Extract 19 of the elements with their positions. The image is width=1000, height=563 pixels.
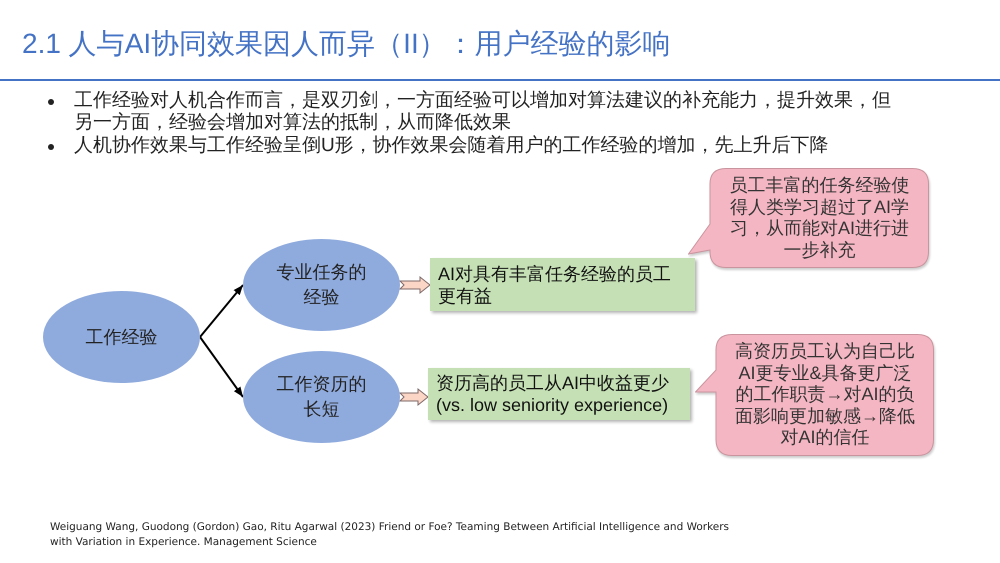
note-box (430, 258, 695, 311)
bullet-text: 人机协作效果与工作经验呈倒U形，协作效果会随着用户的工作经验的增加，先上升后下降 (74, 135, 830, 157)
block-arrow (398, 276, 431, 294)
slide-title: 2.1 人与AI协同效果因人而异（II）：用户经验的影响 (22, 27, 671, 61)
note-box (428, 368, 690, 420)
node-text: 高资历员工认为自己比AI更专业&具备更广泛的工作职责→对AI的负面影响更加敏感→降低对AI的信任 (734, 341, 916, 449)
speech-bubble (695, 334, 934, 456)
arrow (199, 336, 244, 398)
node-text: 工作资历的长短 (276, 373, 368, 421)
node-text: 专业任务的经验 (276, 261, 368, 309)
speech-bubble (688, 168, 929, 268)
node-text: 资历高的员工从AI中收益更少 (vs. low seniority experience) (436, 372, 670, 416)
arrow (199, 284, 244, 338)
node-text: AI对具有丰富任务经验的员工更有益 (438, 262, 672, 306)
node-text: 工作经验 (84, 326, 158, 348)
citation-text: Weiguang Wang, Guodong (Gordon) Gao, Ritu Agarwal (2023) Friend or Foe? Teaming Between Artificial Intelligence and Workers with Variation in Experience. Management Science (50, 520, 730, 550)
block-arrow (398, 388, 429, 406)
node-text: 员工丰富的任务经验使得人类学习超过了AI学习，从而能对AI进行进一步补充 (728, 175, 910, 261)
bullet-text: 工作经验对人机合作而言，是双刃剑，一方面经验可以增加对算法建议的补充能力，提升效果，但另一方面，经验会增加对算法的抵制，从而降低效果 (74, 90, 892, 134)
